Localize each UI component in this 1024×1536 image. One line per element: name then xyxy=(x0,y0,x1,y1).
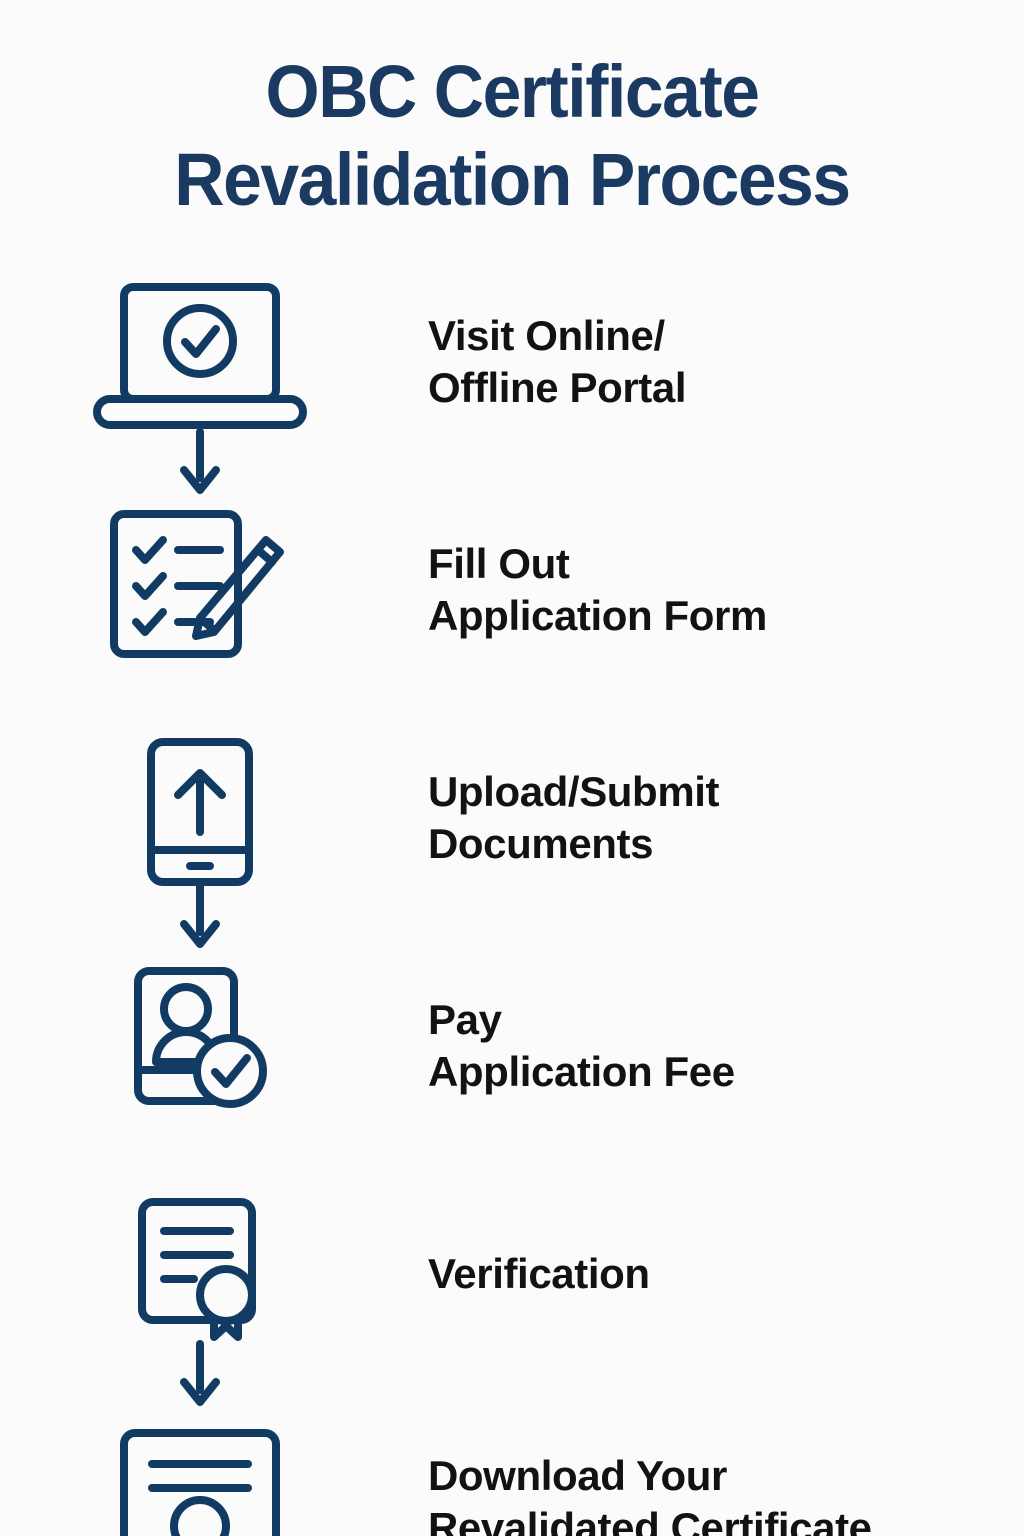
step-3-label-line-2: Documents xyxy=(428,820,654,867)
checklist-pencil-icon xyxy=(100,508,300,660)
step-2-icon-column xyxy=(0,506,400,660)
page-title-line-1: OBC Certificate xyxy=(265,50,760,133)
step-4-label: Pay Application Fee xyxy=(400,962,1024,1098)
step-1-label-line-1: Visit Online/ xyxy=(428,312,665,359)
step-2-label-line-2: Application Form xyxy=(428,592,767,639)
laptop-check-icon xyxy=(93,280,307,432)
step-1-label-line-2: Offline Portal xyxy=(428,364,687,411)
step-3-icon-column xyxy=(0,734,400,888)
process-step-2: Fill Out Application Form xyxy=(0,506,1024,948)
step-4-label-line-2: Application Fee xyxy=(428,1048,735,1095)
page-title: OBC Certificate Revalidation Process xyxy=(0,48,1024,224)
step-4-label-line-1: Pay xyxy=(428,996,502,1043)
step-5-label-line-1: Verification xyxy=(428,1250,650,1297)
process-step-4: Pay Application Fee xyxy=(0,962,1024,1190)
step-6-icon-column xyxy=(0,1418,400,1536)
step-6-label-line-2: Revalidated Certificate xyxy=(428,1504,872,1536)
id-card-check-icon xyxy=(100,964,300,1116)
page-title-line-2: Revalidation Process xyxy=(174,138,851,221)
process-step-5: Verification xyxy=(0,1190,1024,1418)
step-2-label-line-1: Fill Out xyxy=(428,540,570,587)
certificate-seal-portrait-icon xyxy=(100,1192,300,1344)
step-5-label: Verification xyxy=(400,1190,1024,1300)
connector-arrow-1 xyxy=(0,428,400,496)
step-2-label: Fill Out Application Form xyxy=(400,506,1024,642)
certificate-seal-landscape-icon xyxy=(100,1420,300,1536)
phone-upload-arrow-icon xyxy=(100,736,300,888)
process-flow: Visit Online/ Offline Portal xyxy=(0,278,1024,1536)
process-step-3: Upload/Submit Documents xyxy=(0,734,1024,1406)
step-3-label-line-1: Upload/Submit xyxy=(428,768,720,815)
step-6-label-line-1: Download Your xyxy=(428,1452,727,1499)
step-3-label: Upload/Submit Documents xyxy=(400,734,1024,870)
step-6-label: Download Your Revalidated Certificate xyxy=(400,1418,1024,1536)
process-step-6: Download Your Revalidated Certificate xyxy=(0,1418,1024,1536)
step-5-icon-column xyxy=(0,1190,400,1344)
process-step-1: Visit Online/ Offline Portal xyxy=(0,278,1024,506)
step-4-icon-column xyxy=(0,962,400,1116)
step-1-icon-column xyxy=(0,278,400,432)
step-1-label: Visit Online/ Offline Portal xyxy=(400,278,1024,414)
